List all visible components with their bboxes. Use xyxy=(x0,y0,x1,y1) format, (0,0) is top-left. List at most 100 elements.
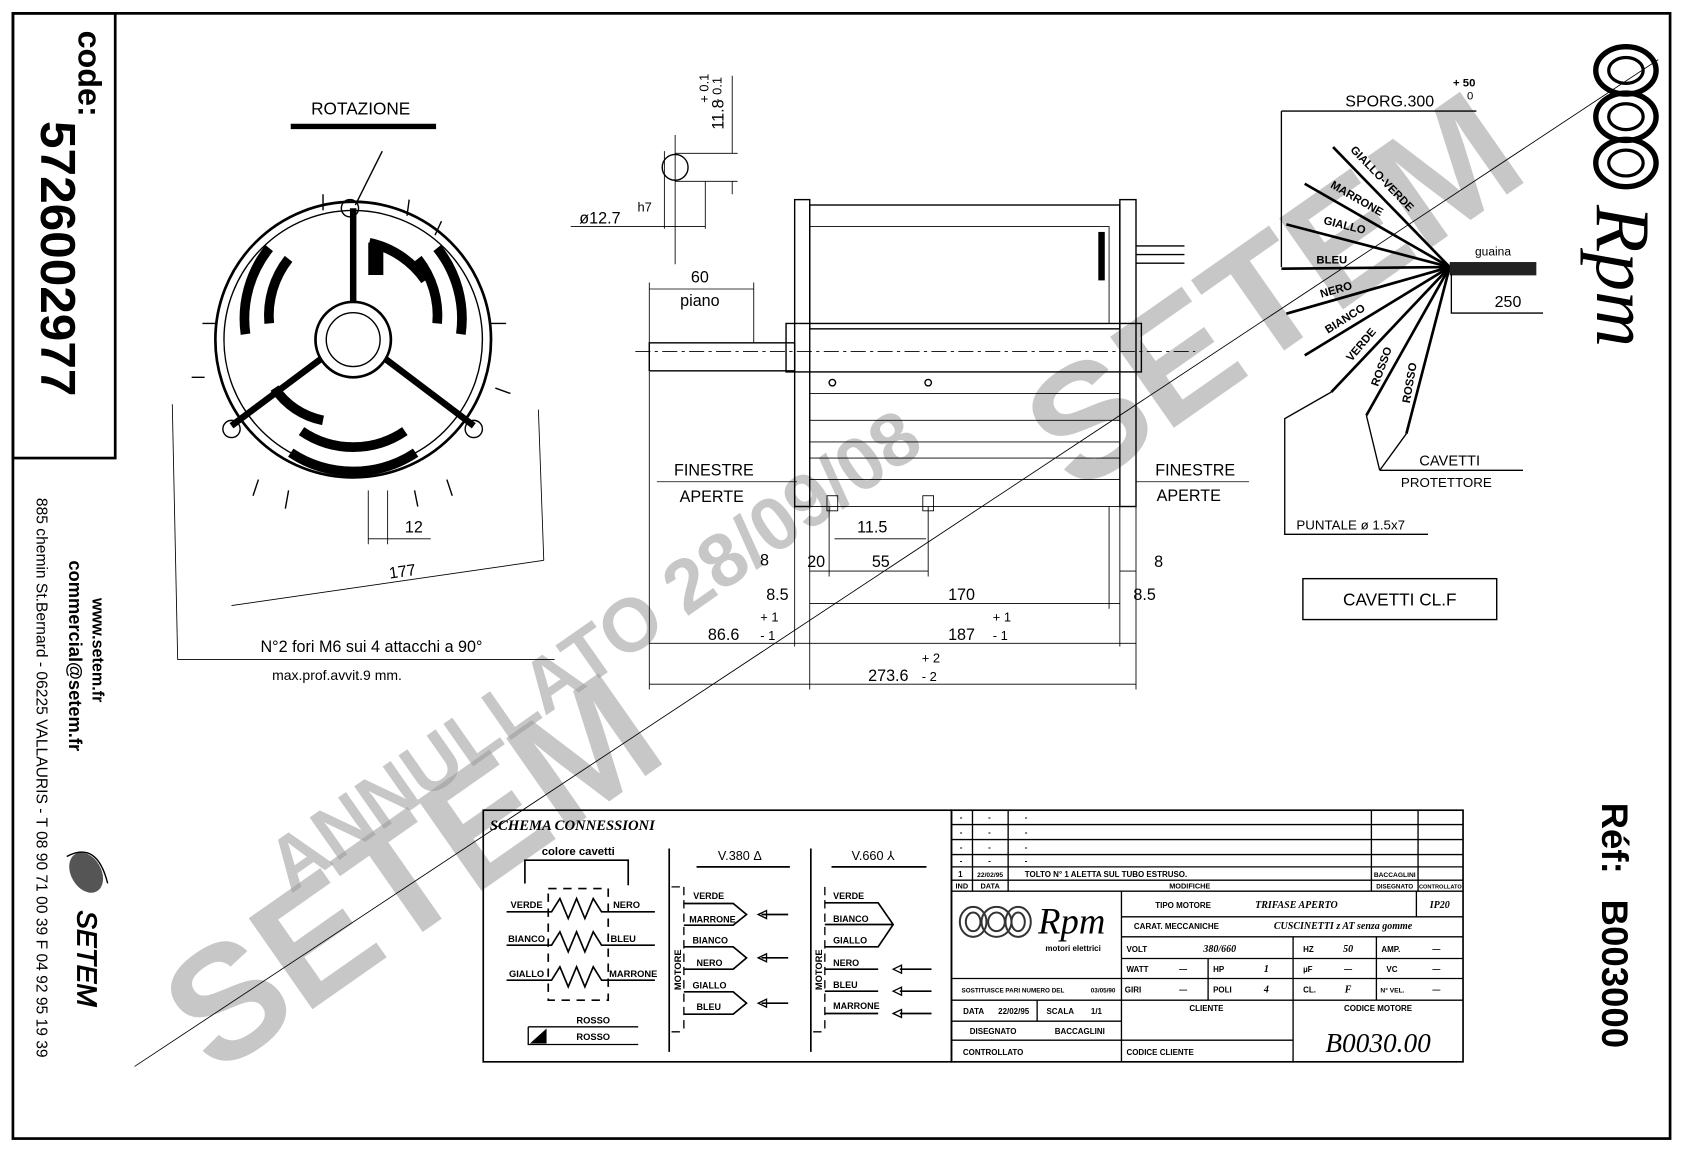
header-modifiche: MODIFICHE xyxy=(1169,882,1210,891)
windows-right-2: APERTE xyxy=(1157,487,1222,505)
header-ind: IND xyxy=(956,882,969,891)
dim-177: 177 xyxy=(388,561,417,583)
shaft-flat-height: 11.8 xyxy=(710,99,728,129)
windows-left-1: FINESTRE xyxy=(674,461,754,479)
cl-value: F xyxy=(1344,985,1352,996)
motor-code-label: CODICE MOTORE xyxy=(1344,1004,1413,1013)
hp-value: 1 xyxy=(1264,964,1269,975)
rev-text: - xyxy=(1025,843,1028,852)
setem-logo: SETEM xyxy=(66,851,109,1008)
rev-text: - xyxy=(1025,857,1028,866)
dim-8-right: 8 xyxy=(1154,553,1163,571)
dim-8-5-right: 8.5 xyxy=(1133,586,1155,604)
rev-text: - xyxy=(1025,828,1028,837)
cable-class-box xyxy=(1302,577,1498,621)
hz-value: 50 xyxy=(1343,944,1353,955)
hp-label: HP xyxy=(1213,965,1225,974)
rev-date: - xyxy=(988,843,991,852)
star-line-wire: MARRONE xyxy=(833,1001,879,1011)
delta-wire: BIANCO xyxy=(693,936,728,946)
overhang-plus: + 50 xyxy=(1453,77,1475,89)
carat-value: CUSCINETTI z AT senza gomme xyxy=(1274,921,1413,932)
header-disegnato: DISEGNATO xyxy=(1376,884,1413,891)
flat-length: 60 xyxy=(691,269,709,287)
tip-label: PUNTALE ø 1.5x7 xyxy=(1296,518,1405,533)
rev-drawn: BACCAGLINI xyxy=(1374,872,1416,879)
rev-date: - xyxy=(988,813,991,822)
carat-label: CARAT. MECCANICHE xyxy=(1134,922,1220,931)
ref-label: Réf: xyxy=(1594,803,1635,874)
dim-187-minus: - 1 xyxy=(993,628,1008,643)
vc-value: — xyxy=(1432,965,1440,974)
motor-code: B0030.00 xyxy=(1325,1028,1431,1058)
flat-label: piano xyxy=(680,292,720,310)
volt-label: VOLT xyxy=(1126,945,1147,954)
client-label: CLIENTE xyxy=(1189,1004,1224,1013)
dim-55: 55 xyxy=(872,553,890,571)
header-data: DATA xyxy=(981,882,1001,891)
poli-value: 4 xyxy=(1263,985,1269,996)
title-block: - - - - - - - - - - - - 1 22/02/95 TOLTO… xyxy=(950,809,1464,1063)
drawn-label: DISEGNATO xyxy=(970,1027,1017,1036)
rev-date: - xyxy=(988,857,991,866)
dim-12: 12 xyxy=(405,518,423,536)
header-controllato: CONTROLLATO xyxy=(1419,885,1462,891)
nvel-label: N° VEL. xyxy=(1380,987,1404,995)
hz-label: HZ xyxy=(1303,945,1314,954)
delta-wire: GIALLO xyxy=(693,981,727,991)
delta-wire: VERDE xyxy=(693,891,724,901)
code-box xyxy=(11,12,117,460)
dim-86-6-minus: - 1 xyxy=(760,628,775,643)
star-joined-wire: VERDE xyxy=(833,891,864,901)
replaces-date: 03/05/90 xyxy=(1091,988,1116,995)
holes-note: N°2 fori M6 sui 4 attacchi a 90° xyxy=(261,638,483,656)
winding-left: GIALLO xyxy=(509,969,544,979)
windows-right-1: FINESTRE xyxy=(1155,461,1235,479)
client-code-label: CODICE CLIENTE xyxy=(1126,1048,1194,1057)
scale-label: SCALA xyxy=(1046,1007,1074,1016)
dim-187: 187 xyxy=(948,626,975,644)
dim-86-6: 86.6 xyxy=(708,626,739,644)
protector-label-1: CAVETTI xyxy=(1419,453,1480,469)
star-motor-label: MOTORE xyxy=(814,949,824,990)
protector-label-2: PROTETTORE xyxy=(1401,475,1492,490)
star-line-wire: NERO xyxy=(833,958,859,968)
cable-class-label: CAVETTI CL.F xyxy=(1343,590,1457,610)
cl-label: CL. xyxy=(1303,986,1316,995)
rpm-logo-small: Rpm xyxy=(1037,901,1105,942)
star-title: V.660 ⅄ xyxy=(852,849,895,863)
uf-label: µF xyxy=(1303,965,1313,974)
windows-left-2: APERTE xyxy=(680,488,745,506)
dim-20: 20 xyxy=(807,553,825,571)
right-panel: Rpm Réf: B003000 xyxy=(1580,44,1666,1048)
protection-class: IP20 xyxy=(1429,900,1450,911)
winding-right: MARRONE xyxy=(609,969,657,979)
giri-value: — xyxy=(1179,986,1187,995)
vc-label: VC xyxy=(1386,965,1397,974)
watt-value: — xyxy=(1179,965,1187,974)
delta-title: V.380 Δ xyxy=(718,849,762,863)
dim-273-6-minus: - 2 xyxy=(922,669,937,684)
delta-wire: NERO xyxy=(697,958,723,968)
overhang-minus: 0 xyxy=(1467,91,1473,103)
protector-top: ROSSO xyxy=(576,1015,610,1025)
poli-label: POLI xyxy=(1213,986,1232,995)
dim-8-left: 8 xyxy=(760,552,769,570)
shaft-diameter: ø12.7 xyxy=(579,209,620,227)
replaces-label: SOSTITUISCE PARI NUMERO DEL xyxy=(961,988,1064,995)
delta-motor-label: MOTORE xyxy=(673,949,683,990)
protector-bottom: ROSSO xyxy=(576,1032,610,1042)
giri-label: GIRI xyxy=(1125,986,1141,995)
dim-86-6-plus: + 1 xyxy=(760,610,778,625)
volt-value: 380/660 xyxy=(1202,944,1236,955)
email: commercial@setem.fr xyxy=(65,560,86,751)
sheet-border xyxy=(11,12,1672,1140)
shaft-flat-tol-minus: - 0.1 xyxy=(709,77,724,103)
nvel-value: — xyxy=(1432,986,1440,995)
schema-title: SCHEMA CONNESSIONI xyxy=(490,818,656,834)
dim-8-5-left: 8.5 xyxy=(766,586,788,604)
depth-note: max.prof.avvit.9 mm. xyxy=(272,667,402,683)
overhang-label: SPORG.300 xyxy=(1345,93,1434,110)
rev-ind: - xyxy=(960,813,963,822)
